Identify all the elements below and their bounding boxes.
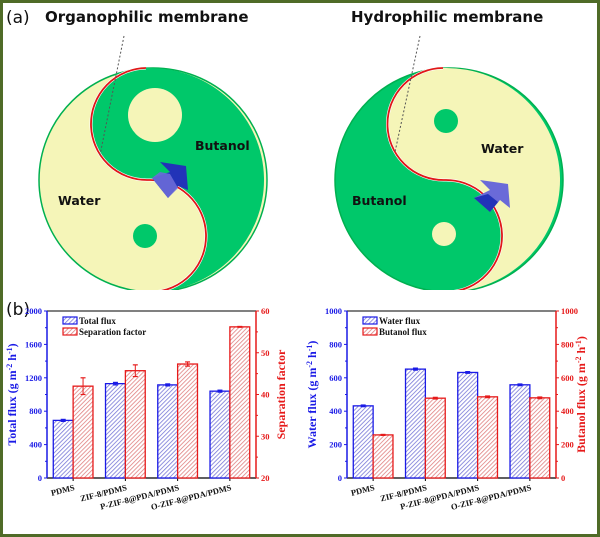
right-tick-label: 400 bbox=[561, 406, 574, 416]
right-tick-label: 50 bbox=[261, 348, 270, 358]
left-tick-label: 400 bbox=[29, 440, 42, 450]
organophilic-diagram: Butanol Water bbox=[38, 35, 268, 290]
legend-label: Separation factor bbox=[79, 327, 146, 337]
right-tick-label: 0 bbox=[561, 473, 565, 483]
legend-swatch bbox=[62, 316, 78, 325]
right-axis-title: Separation factor bbox=[274, 349, 288, 439]
cream-water-region bbox=[388, 67, 560, 290]
legend-swatch bbox=[362, 327, 378, 336]
bar-total-flux bbox=[209, 390, 231, 479]
yin-yang-diagrams: Butanol Water Water Butanol bbox=[38, 35, 564, 290]
bar-water-flux bbox=[457, 371, 479, 479]
bar-separation-factor bbox=[229, 326, 251, 479]
category-label: PDMS bbox=[50, 482, 76, 498]
right-butanol-label: Butanol bbox=[352, 193, 407, 208]
cream-dot bbox=[128, 88, 182, 142]
left-tick-label: 0 bbox=[338, 473, 342, 483]
bar-butanol-flux bbox=[529, 397, 551, 479]
bar-total-flux bbox=[157, 384, 179, 479]
left-tick-label: 800 bbox=[329, 339, 342, 349]
left-tick-label: 200 bbox=[329, 440, 342, 450]
left-tick-label: 1000 bbox=[325, 306, 342, 316]
membrane-line bbox=[386, 67, 503, 290]
legend-label: Butanol flux bbox=[379, 327, 427, 337]
right-tick-label: 20 bbox=[261, 473, 270, 483]
green-dot bbox=[133, 224, 157, 248]
bar-butanol-flux bbox=[424, 397, 446, 479]
left-axis-title: Total flux (g m-2 h-1) bbox=[5, 343, 20, 445]
left-axis-title: Water flux (g m-2 h-1) bbox=[305, 341, 320, 449]
right-tick-label: 40 bbox=[261, 390, 270, 400]
membrane-pointer bbox=[99, 35, 125, 156]
left-tick-label: 0 bbox=[38, 473, 42, 483]
left-tick-label: 400 bbox=[329, 406, 342, 416]
right-tick-label: 200 bbox=[561, 440, 574, 450]
bar-butanol-flux bbox=[476, 396, 499, 479]
left-tick-label: 2000 bbox=[25, 306, 42, 316]
bar-water-flux bbox=[404, 368, 427, 479]
panel-a-label: (a) bbox=[6, 8, 30, 28]
right-tick-label: 1000 bbox=[561, 306, 578, 316]
green-dot bbox=[434, 109, 458, 133]
left-tick-label: 1600 bbox=[25, 339, 42, 349]
right-tick-label: 800 bbox=[561, 339, 574, 349]
bar-total-flux bbox=[104, 382, 127, 479]
right-tick-label: 30 bbox=[261, 431, 270, 441]
legend-label: Water flux bbox=[379, 316, 421, 326]
bar-separation-factor bbox=[176, 363, 199, 479]
bar-separation-factor bbox=[124, 370, 146, 479]
bar-water-flux bbox=[509, 384, 531, 479]
bar-separation-factor bbox=[72, 385, 94, 479]
bar-butanol-flux bbox=[372, 434, 394, 479]
left-tick-label: 600 bbox=[329, 373, 342, 383]
left-tick-label: 800 bbox=[29, 406, 42, 416]
hydrophilic-diagram: Water Butanol bbox=[334, 35, 564, 290]
right-axis-title: Butanol flux (g m-2 h-1) bbox=[574, 336, 589, 453]
legend-swatch bbox=[62, 327, 78, 336]
membrane-line bbox=[90, 67, 207, 290]
right-water-label: Water bbox=[481, 141, 524, 156]
bar-water-flux bbox=[352, 405, 374, 479]
legend-swatch bbox=[362, 316, 378, 325]
category-label: PDMS bbox=[350, 482, 376, 498]
left-butanol-label: Butanol bbox=[195, 138, 250, 153]
bar-total-flux bbox=[52, 419, 74, 479]
legend-label: Total flux bbox=[79, 316, 116, 326]
cream-dot bbox=[432, 222, 456, 246]
panel-b-label: (b) bbox=[6, 300, 31, 320]
left-water-label: Water bbox=[58, 193, 101, 208]
right-tick-label: 600 bbox=[561, 373, 574, 383]
left-tick-label: 1200 bbox=[25, 373, 42, 383]
hydrophilic-title: Hydrophilic membrane bbox=[351, 8, 544, 26]
right-tick-label: 60 bbox=[261, 306, 270, 316]
organophilic-title: Organophilic membrane bbox=[45, 8, 249, 26]
